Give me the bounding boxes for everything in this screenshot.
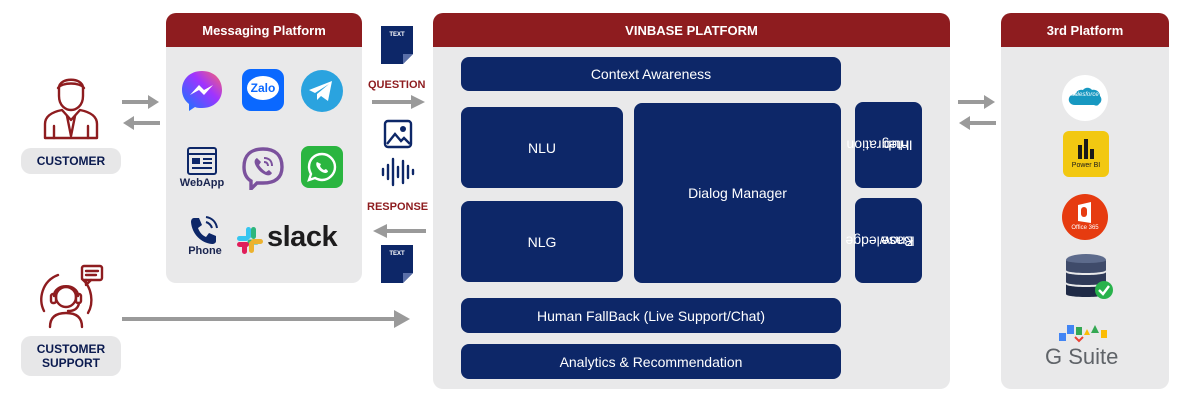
support-to-platform-arrow xyxy=(120,309,412,329)
power-bi-label: Power BI xyxy=(1071,162,1101,169)
customer-support-icon xyxy=(36,263,108,331)
customer-icon xyxy=(40,70,102,140)
vinbase-platform-title: VINBASE PLATFORM xyxy=(433,13,950,47)
third-platform-title: 3rd Platform xyxy=(1001,13,1169,47)
messaging-platform-title: Messaging Platform xyxy=(166,13,362,47)
response-doc-label: TEXT xyxy=(389,251,405,257)
zalo-icon: Zalo xyxy=(242,69,284,111)
whatsapp-icon xyxy=(301,146,343,188)
response-arrow xyxy=(371,223,427,239)
office-365-label: Office 365 xyxy=(1071,225,1099,231)
response-document-icon xyxy=(381,245,413,283)
analytics-recommendation-box: Analytics & Recommendation xyxy=(461,344,841,379)
phone-label: Phone xyxy=(188,245,222,257)
platform-exchange-arrows xyxy=(956,93,998,131)
messenger-icon xyxy=(180,69,224,113)
webapp-icon xyxy=(187,147,217,175)
database-icon xyxy=(1062,252,1116,302)
nlu-box: NLU xyxy=(461,107,623,188)
webapp-label: WebApp xyxy=(179,177,225,189)
question-arrow xyxy=(371,94,427,110)
human-fallback-box: Human FallBack (Live Support/Chat) xyxy=(461,298,841,333)
gsuite-wordmark: G Suite xyxy=(1045,344,1119,369)
salesforce-icon: salesforce xyxy=(1061,74,1109,122)
customer-label: CUSTOMER xyxy=(21,148,121,174)
audio-waveform-icon xyxy=(380,155,416,189)
zalo-label: Zalo xyxy=(250,81,276,95)
customer-support-label: CUSTOMER SUPPORT xyxy=(21,336,121,376)
phone-icon xyxy=(189,215,219,245)
slack-icon xyxy=(236,226,264,254)
viber-icon xyxy=(241,146,285,190)
slack-wordmark: slack xyxy=(267,221,338,253)
gsuite-apps-icon xyxy=(1057,321,1117,343)
question-doc-label: TEXT xyxy=(389,32,405,38)
question-document-icon xyxy=(381,26,413,64)
office-365-icon: Office 365 xyxy=(1061,193,1109,241)
salesforce-label: salesforce xyxy=(1071,92,1099,98)
response-label: RESPONSE xyxy=(367,201,429,213)
telegram-icon xyxy=(300,69,344,113)
dialog-manager-box: Dialog Manager xyxy=(634,103,841,283)
image-icon xyxy=(383,119,413,149)
context-awareness-box: Context Awareness xyxy=(461,57,841,91)
nlg-box: NLG xyxy=(461,201,623,282)
power-bi-icon: Power BI xyxy=(1063,131,1109,177)
question-label: QUESTION xyxy=(368,79,426,91)
customer-exchange-arrows xyxy=(120,93,162,131)
